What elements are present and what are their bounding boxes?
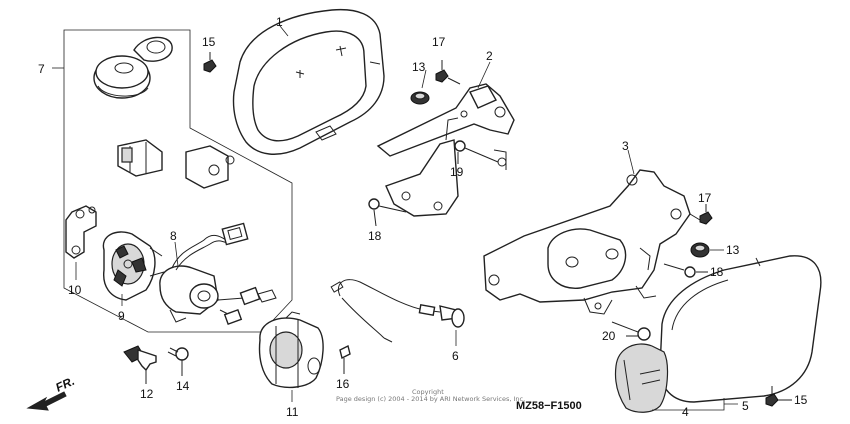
callout-13-right: 13 [726, 243, 740, 257]
callout-3: 3 [622, 139, 629, 153]
switch-bracket [65, 205, 97, 259]
callout-18-left: 18 [368, 229, 382, 243]
copyright-title: Copyright [412, 388, 444, 396]
ignition-key [123, 345, 157, 384]
lower-bracket [483, 169, 691, 315]
grommet-13-right [690, 242, 710, 258]
leader-3 [627, 149, 635, 175]
bolt-20 [611, 321, 651, 341]
bolt-15-top [203, 52, 217, 73]
main-switch-body [102, 231, 165, 301]
bolt-16 [339, 344, 351, 374]
lock-cylinder-small [117, 139, 163, 177]
direction-label: FR. [53, 374, 76, 395]
leader-2 [477, 61, 491, 89]
callout-13-top: 13 [412, 60, 426, 74]
callout-14: 14 [176, 379, 190, 393]
upper-bracket [376, 83, 515, 217]
bolt-17-right [689, 204, 713, 225]
diagram-code: MZ58−F1500 [516, 400, 582, 412]
bolt-18-left [368, 198, 407, 227]
callout-2: 2 [486, 49, 493, 63]
grommet-13-top [410, 91, 430, 105]
speedometer-cable [330, 279, 465, 343]
meter-cover-frame [232, 8, 385, 155]
callout-5: 5 [742, 399, 749, 413]
lock-cylinder-side [185, 145, 235, 189]
callout-8: 8 [170, 229, 177, 243]
switch-cover [258, 311, 324, 389]
callout-20: 20 [602, 329, 616, 343]
callout-10: 10 [68, 283, 82, 297]
callout-4: 4 [682, 405, 689, 419]
callout-16: 16 [336, 377, 350, 391]
leader-8 [174, 241, 179, 267]
callout-17-top: 17 [432, 35, 446, 49]
direction-arrow [26, 391, 67, 411]
bolt-19 [454, 140, 499, 164]
ignition-switch [159, 222, 277, 325]
bolt-14 [167, 347, 189, 376]
callout-6: 6 [452, 349, 459, 363]
fuel-cap [93, 36, 173, 99]
kit-outline [63, 29, 293, 333]
callout-11: 11 [286, 405, 299, 419]
leader-1 [279, 25, 289, 37]
callout-1: 1 [276, 15, 283, 29]
callout-18-right: 18 [710, 265, 724, 279]
bolt-18-right [663, 263, 708, 278]
callout-9: 9 [118, 309, 125, 323]
meter-lens [614, 343, 669, 413]
leader-4-5 [652, 398, 738, 411]
copyright-notice: Page design (c) 2004 - 2014 by ARI Netwo… [336, 395, 525, 403]
bolt-17-top [435, 60, 461, 85]
bolt-15-bottom [765, 386, 792, 407]
leader-13-top [421, 69, 427, 89]
callout-15-top: 15 [202, 35, 216, 49]
callout-7: 7 [38, 62, 45, 76]
callout-12: 12 [140, 387, 154, 401]
callout-19: 19 [450, 165, 464, 179]
callout-15-bottom: 15 [794, 393, 808, 407]
meter-panel-cover [659, 255, 822, 403]
callout-17-right: 17 [698, 191, 712, 205]
